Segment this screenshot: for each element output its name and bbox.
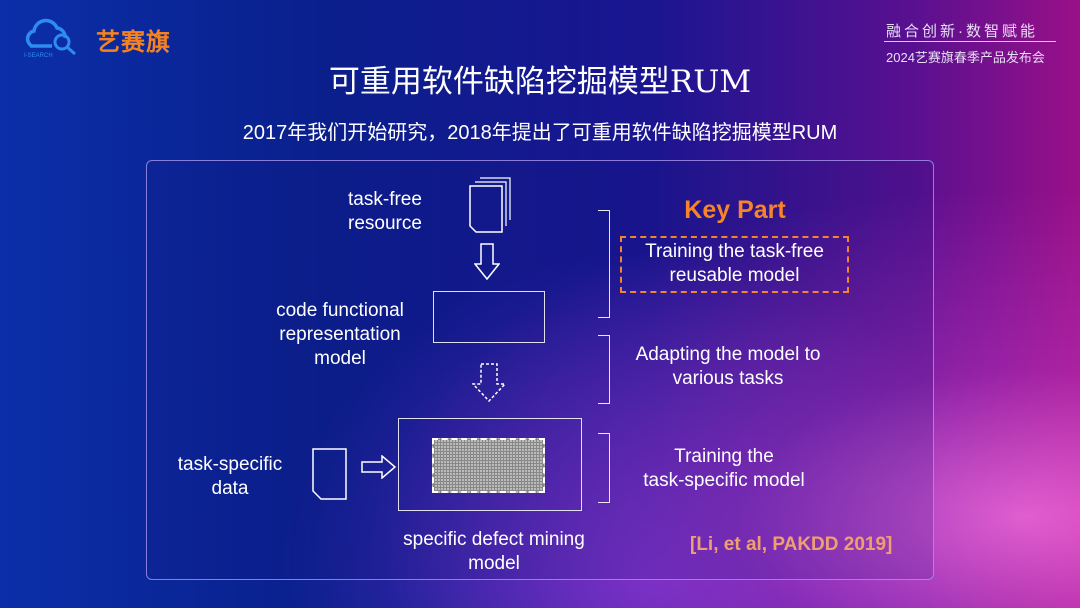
cloud-search-icon: I-SEARCH [24, 18, 76, 59]
specific-model-pattern [432, 438, 545, 493]
dashed-arrow-down-icon [472, 363, 506, 403]
key-part-box [620, 236, 849, 293]
bracket-stage1 [598, 210, 610, 318]
logo-text: 艺赛旗 [96, 29, 171, 56]
event-name: 2024艺赛旗春季产品发布会 [886, 50, 1045, 65]
specific-model-box [398, 418, 582, 511]
code-model-box [433, 291, 545, 343]
document-stack-icon [469, 177, 511, 233]
bracket-stage2 [598, 335, 610, 404]
document-icon [312, 448, 347, 500]
arrow-right-icon [361, 455, 397, 479]
slide-title: 可重用软件缺陷挖掘模型RUM [328, 64, 752, 100]
slide-subtitle: 2017年我们开始研究，2018年提出了可重用软件缺陷挖掘模型RUM [242, 122, 838, 144]
bracket-stage3 [598, 433, 610, 503]
logo: I-SEARCH [22, 16, 86, 59]
logo-sub: I-SEARCH [24, 53, 53, 58]
citation: [Li, et al, PAKDD 2019] [690, 534, 893, 555]
arrow-down-icon [474, 243, 500, 281]
divider [884, 41, 1056, 42]
key-part-label: Key Part [684, 196, 786, 224]
tagline: 融合创新·数智赋能 [886, 23, 1038, 40]
